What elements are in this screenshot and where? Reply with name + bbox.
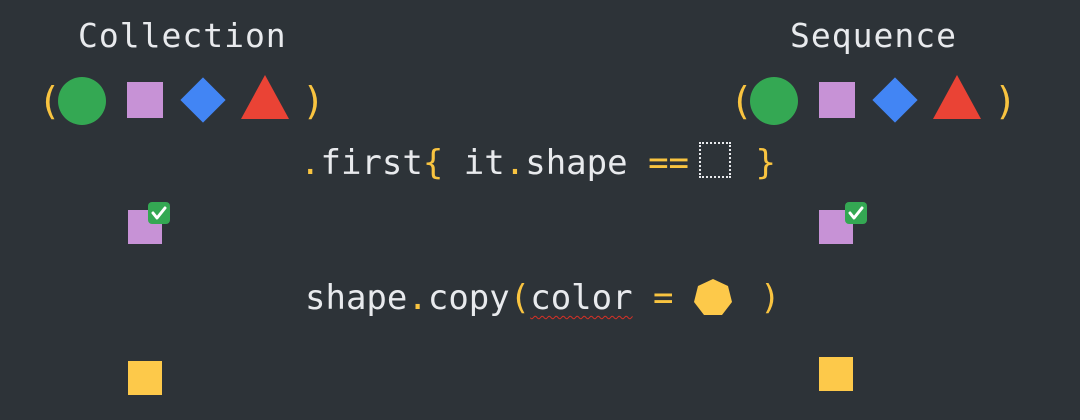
collection-final-result-square [128, 361, 162, 395]
dotted-square-placeholder-icon [699, 142, 731, 178]
collection-open-paren: ( [38, 79, 61, 123]
code-brace-open: { [422, 143, 444, 183]
code-assign-operator: = [632, 278, 694, 318]
collection-close-paren: ) [302, 79, 325, 123]
sequence-close-paren: ) [994, 79, 1017, 123]
code-copy-function: copy [427, 278, 510, 318]
red-triangle-shape [933, 75, 981, 119]
code-first-function: first [320, 143, 423, 183]
code-dot: . [504, 143, 526, 183]
code-dot: . [300, 143, 321, 183]
code-brace-close: } [755, 143, 776, 183]
first-predicate-code: .first{ it.shape == } [300, 146, 776, 180]
collection-title: Collection [78, 16, 287, 55]
blue-diamond-shape [180, 77, 226, 123]
code-shape-object: shape [305, 278, 408, 318]
sequence-final-result-square [819, 357, 853, 391]
green-circle-shape [750, 77, 798, 125]
code-equals-operator: == [627, 143, 710, 183]
code-color-param: color [530, 278, 633, 318]
sequence-open-paren: ( [730, 79, 753, 123]
sequence-title: Sequence [790, 16, 957, 55]
green-circle-shape [58, 77, 106, 125]
code-it: it [443, 143, 505, 183]
check-mark-icon [148, 202, 170, 224]
copy-color-code: shape.copy(color = ) [305, 281, 780, 315]
lavender-square-shape [127, 82, 163, 118]
code-paren-open: ( [509, 278, 531, 318]
lavender-square-shape [819, 82, 855, 118]
yellow-heptagon-icon [694, 279, 732, 315]
check-mark-icon [845, 202, 867, 224]
code-paren-close: ) [760, 278, 781, 318]
code-dot: . [407, 278, 428, 318]
blue-diamond-shape [872, 77, 918, 123]
red-triangle-shape [241, 75, 289, 119]
code-shape-property: shape [525, 143, 628, 183]
